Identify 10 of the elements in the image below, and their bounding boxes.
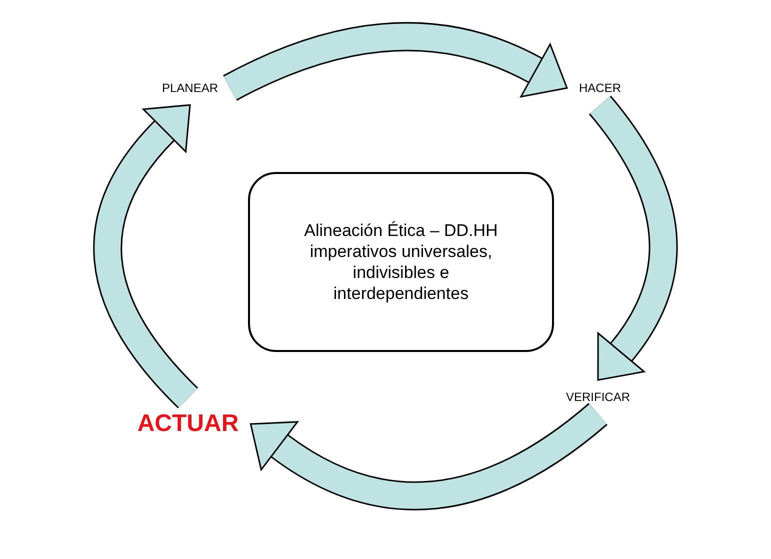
block-arrow [94, 104, 198, 408]
block-arrow [250, 402, 608, 510]
center-box [248, 172, 554, 352]
node-text: HACER [579, 81, 621, 95]
node-text: ACTUAR [137, 410, 239, 437]
node-text: PLANEAR [162, 81, 218, 95]
node-text: VERIFICAR [566, 390, 630, 404]
node-text: Alineación Ética – DD.HH imperativos universales, indivisibles e interdependientes [303, 220, 499, 304]
block-arrow [223, 22, 568, 101]
block-arrow [588, 96, 678, 381]
